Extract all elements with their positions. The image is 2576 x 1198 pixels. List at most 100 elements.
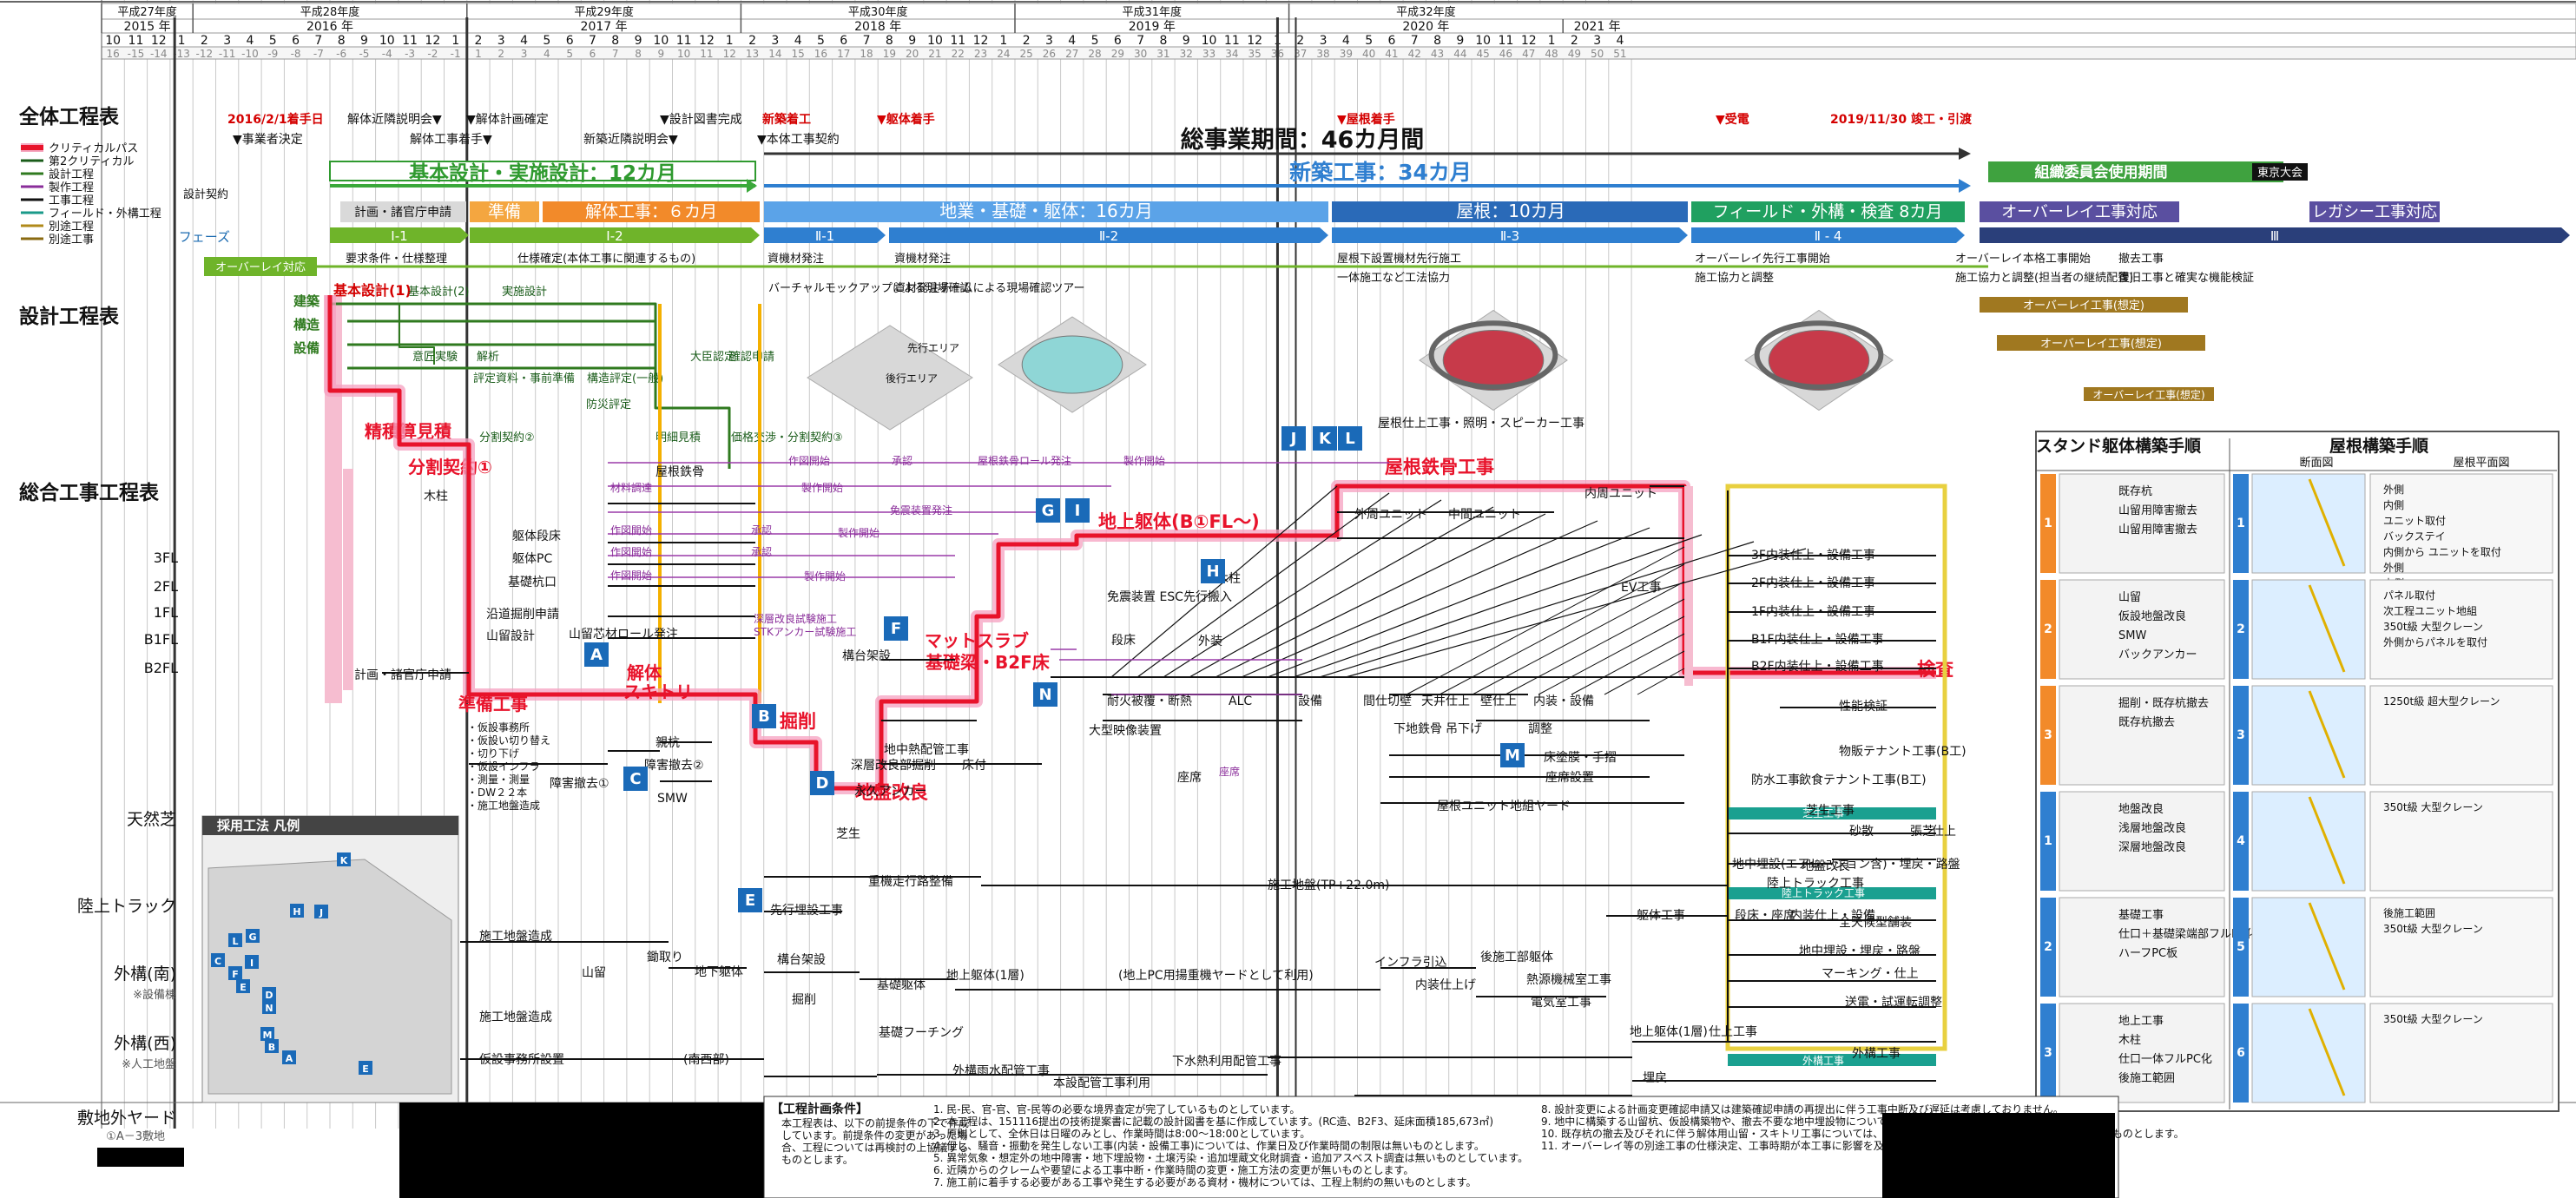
month-label: 12 <box>425 34 440 48</box>
ext-south-label: 外構(南) <box>114 964 176 984</box>
construction-label: 埋戻 <box>1643 1071 1667 1085</box>
milestone: ▼受電 <box>1716 112 1749 127</box>
month-label: 7 <box>589 34 596 48</box>
badge-letter: J <box>1289 430 1297 448</box>
method-legend-drawing <box>208 859 451 1094</box>
stadium-illustration <box>1420 311 1567 411</box>
construction-label: 3F内装仕上・設備工事 <box>1751 549 1875 563</box>
month-label: 7 <box>1136 34 1144 48</box>
phase-label: Ⅱ-2 <box>1099 228 1118 244</box>
conditions-intro: ものとします。 <box>781 1154 853 1166</box>
overlay-bar-label: オーバーレイ工事(想定) <box>2023 299 2144 313</box>
phase-note: 要求条件・仕様整理 <box>346 252 447 266</box>
redaction-block <box>1882 1113 2115 1198</box>
stadium-area-label: 先行エリア <box>907 342 959 354</box>
method-badge-letter: N <box>265 1003 273 1014</box>
foundation-label: 地業・基礎・躯体：16カ月 <box>939 201 1152 221</box>
construction-label: 躯体PC <box>512 552 552 566</box>
procure-label: 製作開始 <box>804 570 846 583</box>
legend-label: 第2クリティカル <box>49 155 135 168</box>
step-label: 内側 <box>2383 499 2404 511</box>
procure-label: 製作開始 <box>838 527 880 539</box>
ext-bar-label: 外構工事 <box>1802 1055 1844 1067</box>
count-label: 24 <box>997 48 1010 60</box>
count-label: -14 <box>150 48 168 60</box>
count-label: 4 <box>544 48 550 60</box>
count-label: 9 <box>658 48 665 60</box>
critical-task: 分割契約① <box>408 457 492 477</box>
count-label: 26 <box>1043 48 1056 60</box>
month-label: 12 <box>973 34 989 48</box>
construction-label: 内装仕上げ <box>1415 978 1476 992</box>
step-label: 後施工範囲 <box>2118 1072 2175 1085</box>
month-label: 4 <box>1616 34 1624 48</box>
construction-label: 地中熱配管工事 <box>884 743 969 757</box>
legend-label: 別途工事 <box>49 233 94 247</box>
method-badge-letter: E <box>240 982 247 993</box>
step-label: 350t級 大型クレーン <box>2383 923 2483 935</box>
step-label: SMW <box>2118 629 2146 642</box>
construction-label: 地上躯体(1層) <box>1630 1025 1708 1039</box>
construction-label: B2F内装仕上・設備工事 <box>1751 660 1884 674</box>
year-label: 2015 年 <box>124 20 171 34</box>
design-heading: 設計工程表 <box>19 305 120 328</box>
construction-label: 地上躯体(1層) <box>946 969 1024 983</box>
count-label: 6 <box>590 48 596 60</box>
count-label: 22 <box>952 48 965 60</box>
construction-label: 構台架設 <box>777 953 826 967</box>
count-label: 8 <box>635 48 642 60</box>
month-label: 8 <box>338 34 346 48</box>
milestone: ▼躯体着手 <box>877 112 935 127</box>
construction-label: 施工地盤(TP+22.0m) <box>1268 879 1389 892</box>
count-label: 13 <box>746 48 759 60</box>
step-diagram <box>2252 898 2365 997</box>
design-task: 確認申請 <box>729 350 774 364</box>
procure-label: 作図開始 <box>610 524 652 536</box>
month-label: 10 <box>1202 34 1217 48</box>
step-diagram <box>2252 686 2365 785</box>
construction-label: 基礎躯体 <box>877 977 926 992</box>
construction-label: 先行埋設工事 <box>770 904 843 918</box>
field-frame <box>1728 486 1945 1049</box>
month-label: 10 <box>927 34 943 48</box>
method-badge-letter: D <box>265 990 273 1001</box>
count-label: -4 <box>382 48 392 60</box>
step-label: 地盤改良 <box>2118 802 2164 816</box>
month-label: 3 <box>223 34 231 48</box>
month-label: 8 <box>886 34 893 48</box>
month-label: 11 <box>1499 34 1514 48</box>
design-task: 基本設計(2) <box>408 285 469 299</box>
construction-label: 永久アンカー <box>854 785 926 799</box>
count-label: 25 <box>1020 48 1033 60</box>
month-label: 2 <box>1023 34 1031 48</box>
construction-label: EV工事 <box>1621 581 1661 595</box>
step-stage-number: 2 <box>2044 940 2052 954</box>
design-task: 価格交渉・分割契約③ <box>731 431 843 444</box>
month-label: 6 <box>566 34 574 48</box>
procure-label: 材料調達 <box>610 482 652 494</box>
overall-heading: 全体工程表 <box>18 105 120 128</box>
construction-label: 躯体工事 <box>1637 909 1685 923</box>
month-label: 12 <box>1521 34 1537 48</box>
construction-label: 耐火被覆・断熱 <box>1107 694 1192 708</box>
construction-label: 仕上工事 <box>1709 1025 1757 1039</box>
step-stage-number: 5 <box>2237 940 2245 954</box>
month-label: 5 <box>1365 34 1373 48</box>
legend-label: 製作工程 <box>49 181 94 194</box>
year-label: 2016 年 <box>306 20 353 34</box>
count-label: 39 <box>1340 48 1353 60</box>
count-label: 28 <box>1088 48 1101 60</box>
step-label: 仕口一体フルPC化 <box>2118 1053 2212 1066</box>
procure-label: 作図開始 <box>610 546 652 558</box>
construction-label: 免震装置 ESC先行搬入 <box>1107 590 1232 604</box>
construction-diagonal <box>1538 616 1684 694</box>
count-label: -11 <box>219 48 236 60</box>
count-label: 16 <box>814 48 827 60</box>
construction-label: 内装・設備 <box>1533 694 1594 708</box>
construction-diagonal <box>1604 651 1684 694</box>
count-label: 41 <box>1385 48 1398 60</box>
construction-label: 下地鉄骨 <box>1393 722 1442 736</box>
month-label: 4 <box>520 34 528 48</box>
overlay-work-label: オーバーレイ工事対応 <box>2001 203 2158 221</box>
step-label: 外側からパネルを取付 <box>2383 636 2487 648</box>
